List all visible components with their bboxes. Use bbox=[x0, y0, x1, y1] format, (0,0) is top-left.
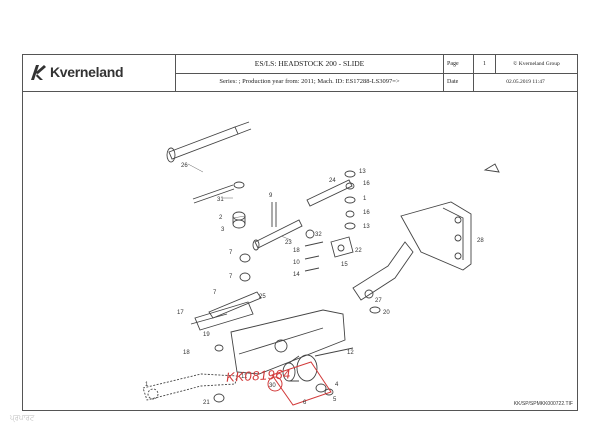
part-number: 28 bbox=[477, 238, 484, 244]
part-number: 32 bbox=[315, 232, 322, 238]
title-block: Kverneland ES/LS: HEADSTOCK 200 - SLIDE … bbox=[23, 55, 577, 92]
part-number: 15 bbox=[341, 262, 348, 268]
part-number: 23 bbox=[285, 240, 292, 246]
part-number: 11 bbox=[241, 374, 248, 380]
drawing-title: ES/LS: HEADSTOCK 200 - SLIDE bbox=[176, 55, 444, 73]
part-number: 22 bbox=[355, 248, 362, 254]
part-number: 12 bbox=[347, 350, 354, 356]
corner-watermark: ਪ੍ਰਪਾਰਟ bbox=[10, 415, 35, 422]
date-label: Date bbox=[444, 73, 474, 91]
reference-code: KK/SP/SPMKK000722.TIF bbox=[513, 401, 573, 407]
part-number: 25 bbox=[259, 294, 266, 300]
exploded-parts-diagram: 26 31 2 3 9 23 32 24 13 16 1 16 13 28 27… bbox=[142, 121, 500, 406]
series-info: Series: ; Production year from: 2011; Ma… bbox=[176, 73, 444, 91]
part-number: 16 bbox=[363, 210, 370, 216]
part-number: 4 bbox=[335, 382, 339, 388]
page-label: Page bbox=[444, 55, 474, 73]
page-number: 1 bbox=[474, 55, 496, 73]
part-number: 10 bbox=[293, 260, 300, 266]
part-number: 14 bbox=[293, 272, 300, 278]
part-number: 5 bbox=[333, 397, 337, 403]
brand-name: Kverneland bbox=[50, 64, 124, 80]
copyright: © Kverneland Group bbox=[513, 61, 560, 67]
title-row: ES/LS: HEADSTOCK 200 - SLIDE Page 1 © Kv… bbox=[176, 55, 577, 74]
part-number: 6 bbox=[303, 400, 307, 406]
part-number: 21 bbox=[203, 400, 210, 406]
kverneland-logo-icon bbox=[31, 65, 46, 80]
part-number: 26 bbox=[181, 163, 188, 169]
part-number: 7 bbox=[213, 290, 217, 296]
part-number: 13 bbox=[359, 169, 366, 175]
part-number: 27 bbox=[375, 298, 382, 304]
part-number: 9 bbox=[269, 193, 273, 199]
part-number: 16 bbox=[363, 181, 370, 187]
part-number: 20 bbox=[383, 310, 390, 316]
part-number: 1 bbox=[145, 382, 149, 388]
part-number: 1 bbox=[363, 196, 367, 202]
drawing-sheet: Kverneland ES/LS: HEADSTOCK 200 - SLIDE … bbox=[22, 54, 578, 411]
part-number: 31 bbox=[217, 197, 224, 203]
part-number: 18 bbox=[293, 248, 300, 254]
part-number: 7 bbox=[229, 274, 233, 280]
part-number: 7 bbox=[229, 250, 233, 256]
part-number: 17 bbox=[177, 310, 184, 316]
part-number: 13 bbox=[363, 224, 370, 230]
part-number: 24 bbox=[329, 178, 336, 184]
part-number: 30 bbox=[269, 383, 276, 389]
part-number: 18 bbox=[183, 350, 190, 356]
part-number: 3 bbox=[221, 227, 225, 233]
part-number: 19 bbox=[203, 332, 210, 338]
part-number: 2 bbox=[219, 215, 223, 221]
date-value: 02.05.2019 11:47 bbox=[506, 79, 545, 85]
brand-logo: Kverneland bbox=[23, 55, 176, 91]
series-row: Series: ; Production year from: 2011; Ma… bbox=[176, 73, 577, 91]
